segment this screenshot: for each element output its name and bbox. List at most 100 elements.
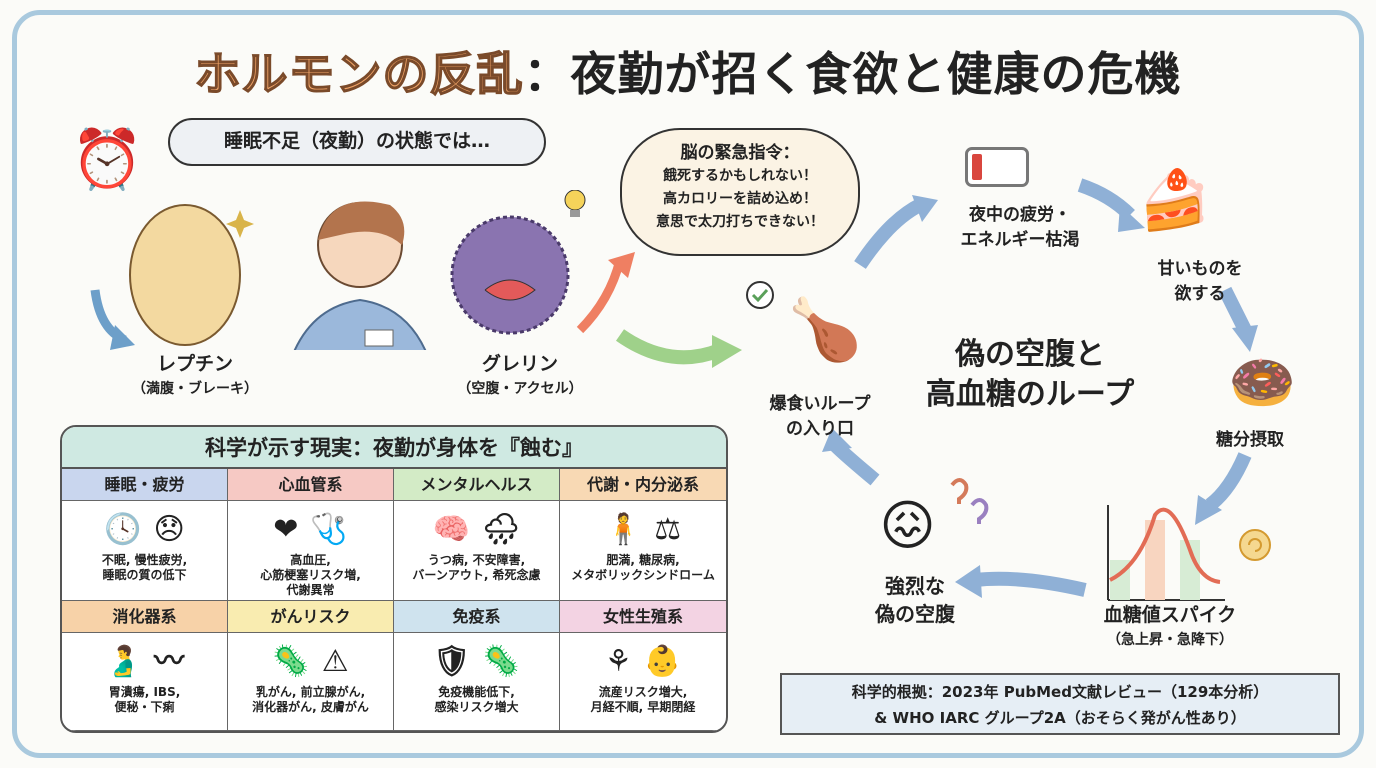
title-rest: ：夜勤が招く食欲と健康の危機 bbox=[523, 47, 1182, 101]
loop-step-sugar-intake: 糖分摂取 bbox=[1195, 428, 1305, 453]
category-cell: 🫃〰胃潰瘍, IBS,便秘・下痢 bbox=[62, 633, 228, 731]
dizzy-swirl-icon bbox=[1239, 529, 1271, 561]
category-icons: 🛡🦠 bbox=[394, 639, 559, 685]
category-header: メンタルヘルス bbox=[394, 469, 560, 501]
shield-check-icon: 🛡 bbox=[432, 644, 471, 679]
effect-line: バーンアウト, 希死念慮 bbox=[412, 568, 541, 582]
leptin-desc: （満腹・ブレーキ） bbox=[132, 381, 258, 397]
step-line: 偽の空腹 bbox=[875, 602, 955, 626]
category-icons: ❤🩺 bbox=[228, 507, 393, 553]
category-icons: 🦠⚠ bbox=[228, 639, 393, 685]
category-header: 睡眠・疲労 bbox=[62, 469, 228, 501]
category-header: 消化器系 bbox=[62, 601, 228, 633]
alarm-clock-icon: ⏰ bbox=[71, 125, 144, 193]
category-cell: 🧍⚖肥満, 糖尿病,メタボリックシンドローム bbox=[560, 501, 726, 601]
checkmark-icon bbox=[746, 281, 774, 309]
category-cell: ❤🩺高血圧,心筋梗塞リスク増,代謝異常 bbox=[228, 501, 394, 601]
category-header: 心血管系 bbox=[228, 469, 394, 501]
cancer-cell-icon: 🦠 bbox=[272, 644, 310, 679]
eating-woman-icon: 🍗 bbox=[787, 295, 863, 365]
effect-line: 肥満, 糖尿病, bbox=[606, 553, 680, 567]
category-cell: 🦠⚠乳がん, 前立腺がん,消化器がん, 皮膚がん bbox=[228, 633, 394, 731]
blood-sugar-graph-icon bbox=[1107, 505, 1225, 601]
leptin-name: レプチン bbox=[156, 353, 233, 375]
category-header: 女性生殖系 bbox=[560, 601, 726, 633]
title-highlight: ホルモンの反乱 bbox=[194, 46, 524, 102]
rain-cloud-icon: 🌧 bbox=[482, 512, 521, 547]
effect-line: 高血圧, bbox=[290, 553, 331, 567]
ghrelin-character bbox=[450, 215, 570, 335]
category-header: 免疫系 bbox=[394, 601, 560, 633]
effect-line: 免疫機能低下, bbox=[438, 685, 515, 699]
clock-icon: 🕓 bbox=[104, 512, 142, 547]
category-cell: 🧠🌧うつ病, 不安障害,バーンアウト, 希死念慮 bbox=[394, 501, 560, 601]
effect-line: 睡眠の質の低下 bbox=[102, 568, 187, 582]
warning-icon: ⚠ bbox=[321, 644, 349, 679]
leptin-label: レプチン （満腹・ブレーキ） bbox=[120, 352, 270, 402]
virus-icon: 🦠 bbox=[482, 644, 521, 679]
category-header: 代謝・内分泌系 bbox=[560, 469, 726, 501]
ghrelin-label: グレリン （空腹・アクセル） bbox=[440, 352, 600, 402]
category-cell: ⚘👶流産リスク増大,月経不順, 早期閉経 bbox=[560, 633, 726, 731]
effect-line: うつ病, 不安障害, bbox=[427, 553, 526, 567]
category-icons: ⚘👶 bbox=[560, 639, 726, 685]
effect-line: 消化器がん, 皮膚がん bbox=[252, 700, 369, 714]
step-line: 糖分摂取 bbox=[1216, 430, 1284, 450]
category-header: がんリスク bbox=[228, 601, 394, 633]
intro-speech-bubble: 睡眠不足（夜勤）の状態では… bbox=[168, 118, 546, 166]
tired-face-icon: 😞 bbox=[153, 512, 185, 547]
step-line: 欲する bbox=[1174, 284, 1226, 304]
step-line: エネルギー枯渇 bbox=[960, 230, 1080, 250]
brain-command-bubble: 脳の緊急指令： 餓死するかもしれない！ 高カロリーを詰め込め！ 意思で太刀打ちで… bbox=[620, 128, 860, 256]
category-icons: 🧠🌧 bbox=[394, 507, 559, 553]
brain-bubble-title: 脳の緊急指令： bbox=[680, 143, 800, 163]
blood-pressure-monitor-icon: 🩺 bbox=[310, 512, 348, 547]
page-title: ホルモンの反乱：夜勤が招く食欲と健康の危機 bbox=[0, 38, 1376, 104]
step-line: 甘いものを bbox=[1157, 259, 1243, 279]
category-icons: 🫃〰 bbox=[62, 639, 227, 685]
loop-step-crave-sweets: 甘いものを欲する bbox=[1140, 257, 1260, 307]
evidence-box: 科学的根拠：2023年 PubMed文献レビュー（129本分析） & WHO IA… bbox=[780, 673, 1340, 735]
ghrelin-desc: （空腹・アクセル） bbox=[457, 381, 583, 397]
effect-line: 乳がん, 前立腺がん, bbox=[255, 685, 366, 699]
loop-step-false-hunger: 強烈な偽の空腹 bbox=[850, 572, 980, 628]
loop-step-glucose-spike: 血糖値スパイク （急上昇・急降下） bbox=[1085, 603, 1255, 653]
hormone-illustration bbox=[90, 190, 635, 350]
loop-step-fatigue: 夜中の疲労・エネルギー枯渇 bbox=[950, 203, 1090, 253]
step-line: 血糖値スパイク bbox=[1103, 604, 1237, 626]
evidence-line: 科学的根拠：2023年 PubMed文献レビュー（129本分析） bbox=[851, 683, 1269, 701]
category-cell: 🕓😞不眠, 慢性疲労,睡眠の質の低下 bbox=[62, 501, 228, 601]
ghrelin-name: グレリン bbox=[481, 353, 558, 375]
border-frame bbox=[12, 10, 1364, 758]
brain-bubble-line: 餓死するかもしれない！ bbox=[663, 168, 817, 184]
leptin-character bbox=[129, 204, 241, 346]
brain-bubble-line: 高カロリーを詰め込め！ bbox=[663, 191, 817, 207]
sparkle-icon bbox=[226, 210, 254, 238]
loop-center-title: 偽の空腹と高血糖のループ bbox=[900, 335, 1160, 415]
effect-line: 不眠, 慢性疲労, bbox=[101, 553, 188, 567]
stomach-icon: 🫃 bbox=[104, 644, 143, 679]
uterus-icon: ⚘ bbox=[604, 644, 632, 679]
category-icons: 🧍⚖ bbox=[560, 507, 726, 553]
effect-line: 便秘・下痢 bbox=[114, 700, 175, 714]
stomach-icon: 😖 bbox=[879, 494, 936, 557]
effect-line: メタボリックシンドローム bbox=[571, 568, 715, 582]
center-line: 偽の空腹と bbox=[955, 337, 1105, 372]
evidence-line: & WHO IARC グループ2A（おそらく発がん性あり） bbox=[874, 709, 1246, 727]
step-line: 爆食いループ bbox=[769, 394, 871, 414]
fetus-icon: 👶 bbox=[643, 644, 682, 679]
step-line: （急上昇・急降下） bbox=[1107, 632, 1233, 648]
lightbulb-icon bbox=[564, 190, 586, 217]
category-icons: 🕓😞 bbox=[62, 507, 227, 553]
step-line: 強烈な bbox=[885, 574, 945, 598]
heart-icon: ❤ bbox=[273, 512, 299, 547]
health-effects-table: 科学が示す現実：夜勤が身体を『蝕む』 睡眠・疲労心血管系メンタルヘルス代謝・内分… bbox=[60, 425, 728, 733]
brain-icon: 🧠 bbox=[432, 512, 471, 547]
table-title: 科学が示す現実：夜勤が身体を『蝕む』 bbox=[62, 427, 726, 469]
effect-line: 月経不順, 早期閉経 bbox=[590, 700, 696, 714]
step-line: の入り口 bbox=[786, 419, 854, 439]
body-icon: 🧍 bbox=[604, 512, 643, 547]
intestine-icon: 〰 bbox=[154, 644, 185, 679]
cake-candy-icon: 🍰 bbox=[1138, 166, 1212, 234]
